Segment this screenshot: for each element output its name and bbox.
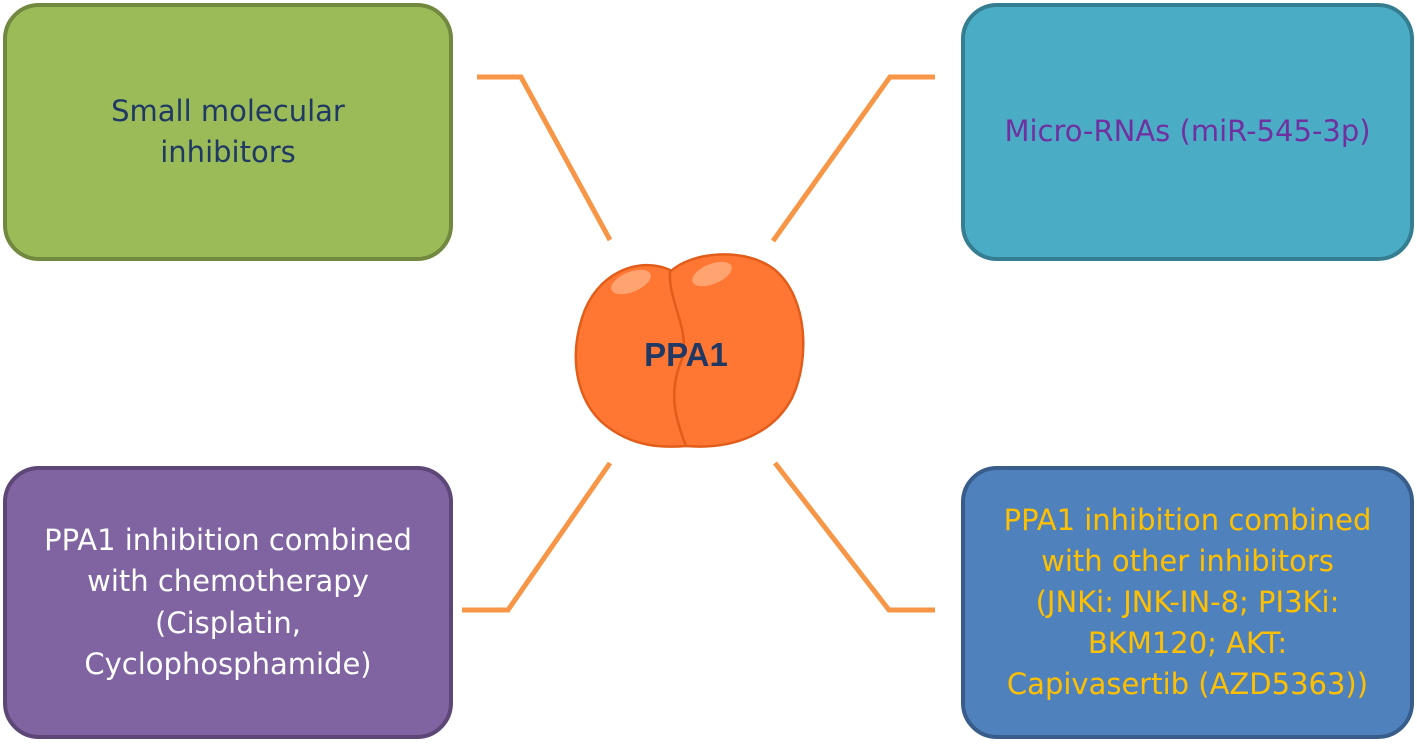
small-molecular-inhibitors-text: Small molecular inhibitors bbox=[111, 91, 345, 173]
combined-other-inhibitors-text: PPA1 inhibition combined with other inhi… bbox=[1004, 500, 1372, 706]
micro-rnas-box: Micro-RNAs (miR-545-3p) bbox=[961, 3, 1414, 261]
combined-chemotherapy-box: PPA1 inhibition combined with chemothera… bbox=[3, 466, 453, 739]
connector-bottom-left bbox=[462, 461, 613, 613]
box-line: with chemotherapy bbox=[87, 564, 369, 599]
ppa1-right-highlight bbox=[692, 261, 732, 287]
combined-other-inhibitors-box: PPA1 inhibition combined with other inhi… bbox=[961, 466, 1414, 739]
ppa1-left-highlight bbox=[611, 269, 651, 295]
box-line: Cyclophosphamide) bbox=[84, 646, 372, 681]
ppa1-label: PPA1 bbox=[644, 336, 728, 373]
box-line: PPA1 inhibition combined bbox=[1003, 502, 1372, 537]
box-line: (Cisplatin, bbox=[155, 605, 301, 640]
combined-chemotherapy-text: PPA1 inhibition combined with chemothera… bbox=[44, 520, 412, 685]
box-line: BKM120; AKT: bbox=[1087, 626, 1288, 661]
micro-rnas-text: Micro-RNAs (miR-545-3p) bbox=[1004, 111, 1370, 152]
connector-top-left bbox=[477, 74, 613, 242]
box-line: PPA1 inhibition combined bbox=[44, 523, 412, 558]
box-line: inhibitors bbox=[160, 135, 296, 169]
box-line: Small molecular bbox=[111, 93, 345, 128]
box-line: Micro-RNAs (miR-545-3p) bbox=[1004, 114, 1371, 149]
ppa1-right-lobe bbox=[668, 253, 805, 448]
box-line: with other inhibitors bbox=[1041, 543, 1334, 578]
box-line: (JNKi: JNK-IN-8; PI3Ki: bbox=[1035, 584, 1340, 619]
box-line: Capivasertib (AZD5363)) bbox=[1006, 667, 1369, 702]
connector-top-right bbox=[770, 74, 935, 243]
small-molecular-inhibitors-box: Small molecular inhibitors bbox=[3, 3, 453, 261]
connector-bottom-right bbox=[773, 461, 935, 613]
